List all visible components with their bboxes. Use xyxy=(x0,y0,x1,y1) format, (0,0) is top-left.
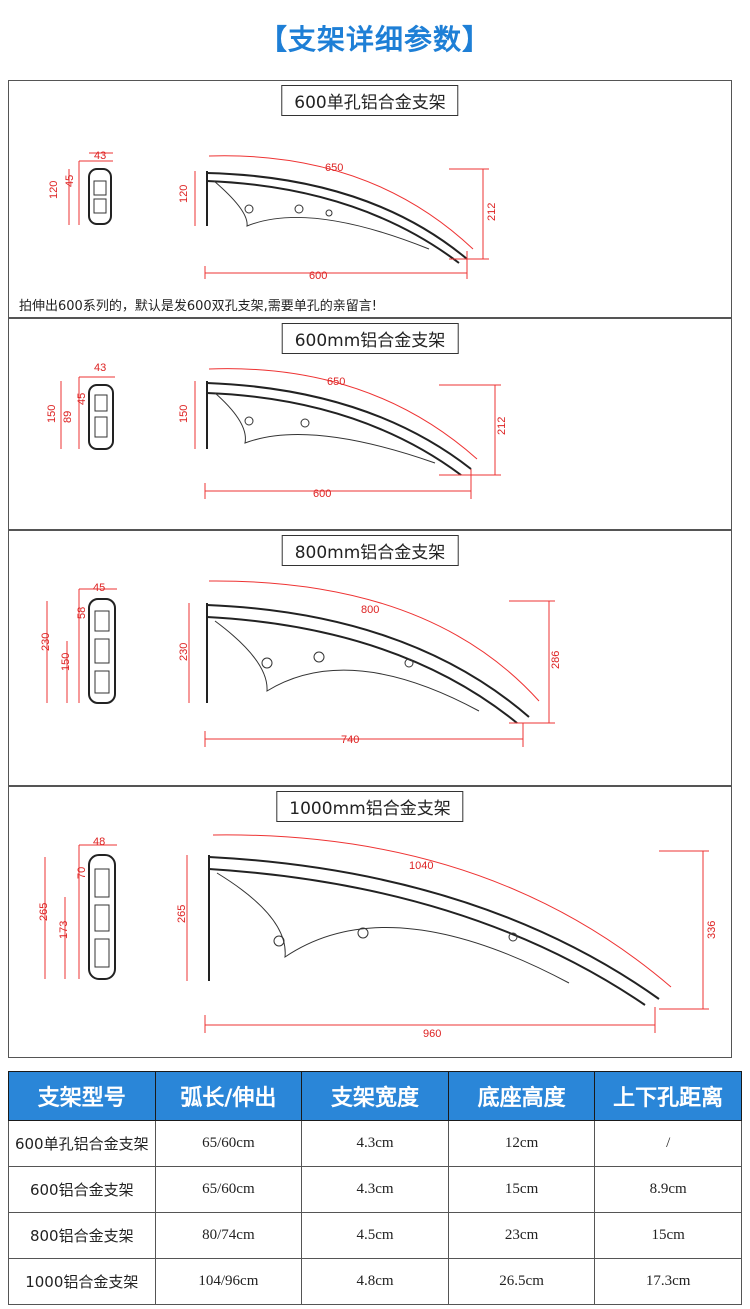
panel-note: 拍伸出600系列的，默认是发600双孔支架,需要单孔的亲留言! xyxy=(19,299,377,314)
dim-hole: 173 xyxy=(58,921,70,939)
bracket-drawing: 48 265 173 70 265 1040 960 336 xyxy=(38,834,718,1040)
cell-width: 4.3cm xyxy=(301,1120,449,1167)
cell-arc-reach: 80/74cm xyxy=(154,1212,303,1259)
dim-height: 230 xyxy=(40,633,52,651)
dim-top: 45 xyxy=(76,393,88,405)
cell-hole-distance: / xyxy=(594,1120,742,1167)
cell-width: 4.8cm xyxy=(301,1258,449,1305)
dim-width: 43 xyxy=(94,362,106,374)
bracket-panel-600-single: 43 120 45 120 650 600 212 600单孔铝合金支架 拍伸出… xyxy=(8,80,732,318)
bracket-drawing: 43 150 89 45 150 650 600 212 xyxy=(46,362,508,500)
cell-width: 4.3cm xyxy=(301,1166,449,1213)
table-row: 800铝合金支架 80/74cm 4.5cm 23cm 15cm xyxy=(8,1212,742,1259)
panel-label: 1000mm铝合金支架 xyxy=(276,791,464,822)
dim-drop: 286 xyxy=(550,651,562,669)
table-header-row: 支架型号 弧长/伸出 支架宽度 底座高度 上下孔距离 xyxy=(8,1071,742,1121)
dim-width: 48 xyxy=(93,836,105,848)
dim-height: 120 xyxy=(48,181,60,199)
cell-model: 600铝合金支架 xyxy=(8,1166,156,1213)
cell-width: 4.5cm xyxy=(301,1212,449,1259)
bracket-panel-600: 43 150 89 45 150 650 600 212 600mm铝合金支架 xyxy=(8,318,732,530)
spec-table: 支架型号 弧长/伸出 支架宽度 底座高度 上下孔距离 600单孔铝合金支架 65… xyxy=(8,1071,742,1305)
panel-label: 600mm铝合金支架 xyxy=(281,323,459,354)
bracket-panel-1000: 48 265 173 70 265 1040 960 336 1000mm铝合金… xyxy=(8,786,732,1058)
page-title: 【支架详细参数】 xyxy=(258,23,491,56)
table-row: 600单孔铝合金支架 65/60cm 4.3cm 12cm / xyxy=(8,1120,742,1167)
dim-hole: 150 xyxy=(60,653,72,671)
cell-base-height: 26.5cm xyxy=(447,1258,596,1305)
cell-base-height: 15cm xyxy=(447,1166,596,1213)
dim-drop: 212 xyxy=(496,417,508,435)
dim-reach: 600 xyxy=(313,488,331,500)
cell-arc-reach: 65/60cm xyxy=(154,1166,303,1213)
cell-base-height: 12cm xyxy=(447,1120,596,1167)
cell-model: 1000铝合金支架 xyxy=(8,1258,156,1305)
dim-arc: 1040 xyxy=(409,860,433,872)
panel-label: 800mm铝合金支架 xyxy=(281,535,459,566)
dim-height2: 150 xyxy=(178,405,190,423)
dim-arc: 650 xyxy=(325,162,343,174)
dim-drop: 212 xyxy=(486,203,498,221)
header-width: 支架宽度 xyxy=(301,1071,449,1121)
dim-hole: 89 xyxy=(62,411,74,423)
cell-model: 600单孔铝合金支架 xyxy=(8,1120,156,1167)
panel-label: 600单孔铝合金支架 xyxy=(281,85,459,116)
dim-top: 58 xyxy=(76,607,88,619)
header-base-height: 底座高度 xyxy=(447,1071,596,1121)
dim-height2: 265 xyxy=(176,905,188,923)
cell-model: 800铝合金支架 xyxy=(8,1212,156,1259)
bracket-panel-800: 45 230 150 58 230 800 740 286 800mm铝合金支架 xyxy=(8,530,732,786)
header-arc-reach: 弧长/伸出 xyxy=(154,1071,303,1121)
cell-arc-reach: 65/60cm xyxy=(154,1120,303,1167)
dim-arc: 650 xyxy=(327,376,345,388)
dim-height: 265 xyxy=(38,903,50,921)
dim-height2: 230 xyxy=(178,643,190,661)
header-model: 支架型号 xyxy=(8,1071,156,1121)
dim-reach: 960 xyxy=(423,1028,441,1040)
cell-hole-distance: 8.9cm xyxy=(594,1166,742,1213)
dim-reach: 740 xyxy=(341,734,359,746)
cell-arc-reach: 104/96cm xyxy=(154,1258,303,1305)
dim-reach: 600 xyxy=(309,270,327,282)
dim-height2: 120 xyxy=(178,185,190,203)
table-row: 600铝合金支架 65/60cm 4.3cm 15cm 8.9cm xyxy=(8,1166,742,1213)
dim-top: 70 xyxy=(76,867,88,879)
dim-hole: 45 xyxy=(64,175,76,187)
dim-arc: 800 xyxy=(361,604,379,616)
cell-hole-distance: 17.3cm xyxy=(594,1258,742,1305)
dim-height: 150 xyxy=(46,405,58,423)
table-row: 1000铝合金支架 104/96cm 4.8cm 26.5cm 17.3cm xyxy=(8,1258,742,1305)
dim-width: 45 xyxy=(93,582,105,594)
cell-base-height: 23cm xyxy=(447,1212,596,1259)
bracket-drawing: 45 230 150 58 230 800 740 286 xyxy=(40,580,562,747)
dim-drop: 336 xyxy=(706,921,718,939)
bracket-drawing: 43 120 45 120 650 600 212 xyxy=(48,150,498,282)
dim-width: 43 xyxy=(94,150,106,162)
header-hole-distance: 上下孔距离 xyxy=(594,1071,742,1121)
cell-hole-distance: 15cm xyxy=(594,1212,742,1259)
